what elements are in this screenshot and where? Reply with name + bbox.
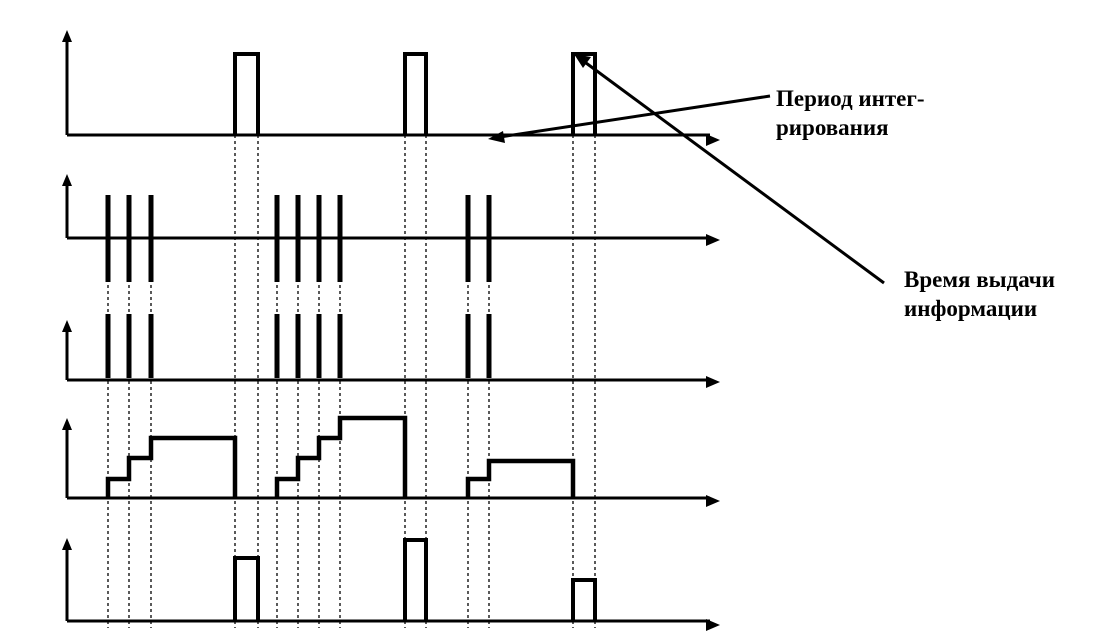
output-time-leader [581,58,885,285]
x-axis-arrowhead [706,234,720,246]
clock-pulse [233,52,260,135]
clock-pulse [571,52,597,135]
integration-period-label-line-2: рирования [776,115,889,140]
row-2-pulses [62,174,720,282]
x-axis-arrowhead [706,495,720,507]
output-pulse [403,538,428,621]
y-axis-arrowhead [62,418,72,430]
output-time-leader-arrowhead [574,54,591,68]
y-axis-arrowhead [62,30,72,42]
x-axis-arrowhead [706,376,720,388]
counter-staircase [465,458,576,498]
x-axis-arrowhead [706,619,720,631]
row-3-pulses [62,314,720,388]
integration-period-label: Период интег- рирования [776,84,924,142]
counter-staircase [274,415,408,498]
output-time-label-line-1: Время выдачи [904,267,1056,292]
integration-period-label-line-1: Период интег- [776,86,925,111]
counter-staircase [105,435,238,498]
row-5-output [62,538,720,631]
row-4-counter [62,415,720,507]
y-axis-arrowhead [62,320,72,332]
y-axis-arrowhead [62,538,72,550]
output-pulse [571,578,597,621]
output-pulse [233,556,260,621]
integration-period-leader-arrowhead [488,131,505,143]
leader-lines [488,54,885,285]
clock-pulse [403,52,428,135]
row-1-clock [62,30,720,146]
y-axis-arrowhead [62,174,72,186]
output-time-label-line-2: информации [904,296,1038,321]
integration-period-leader [499,94,771,139]
output-time-label: Время выдачи информации [904,265,1055,323]
x-axis-arrowhead [706,134,720,146]
